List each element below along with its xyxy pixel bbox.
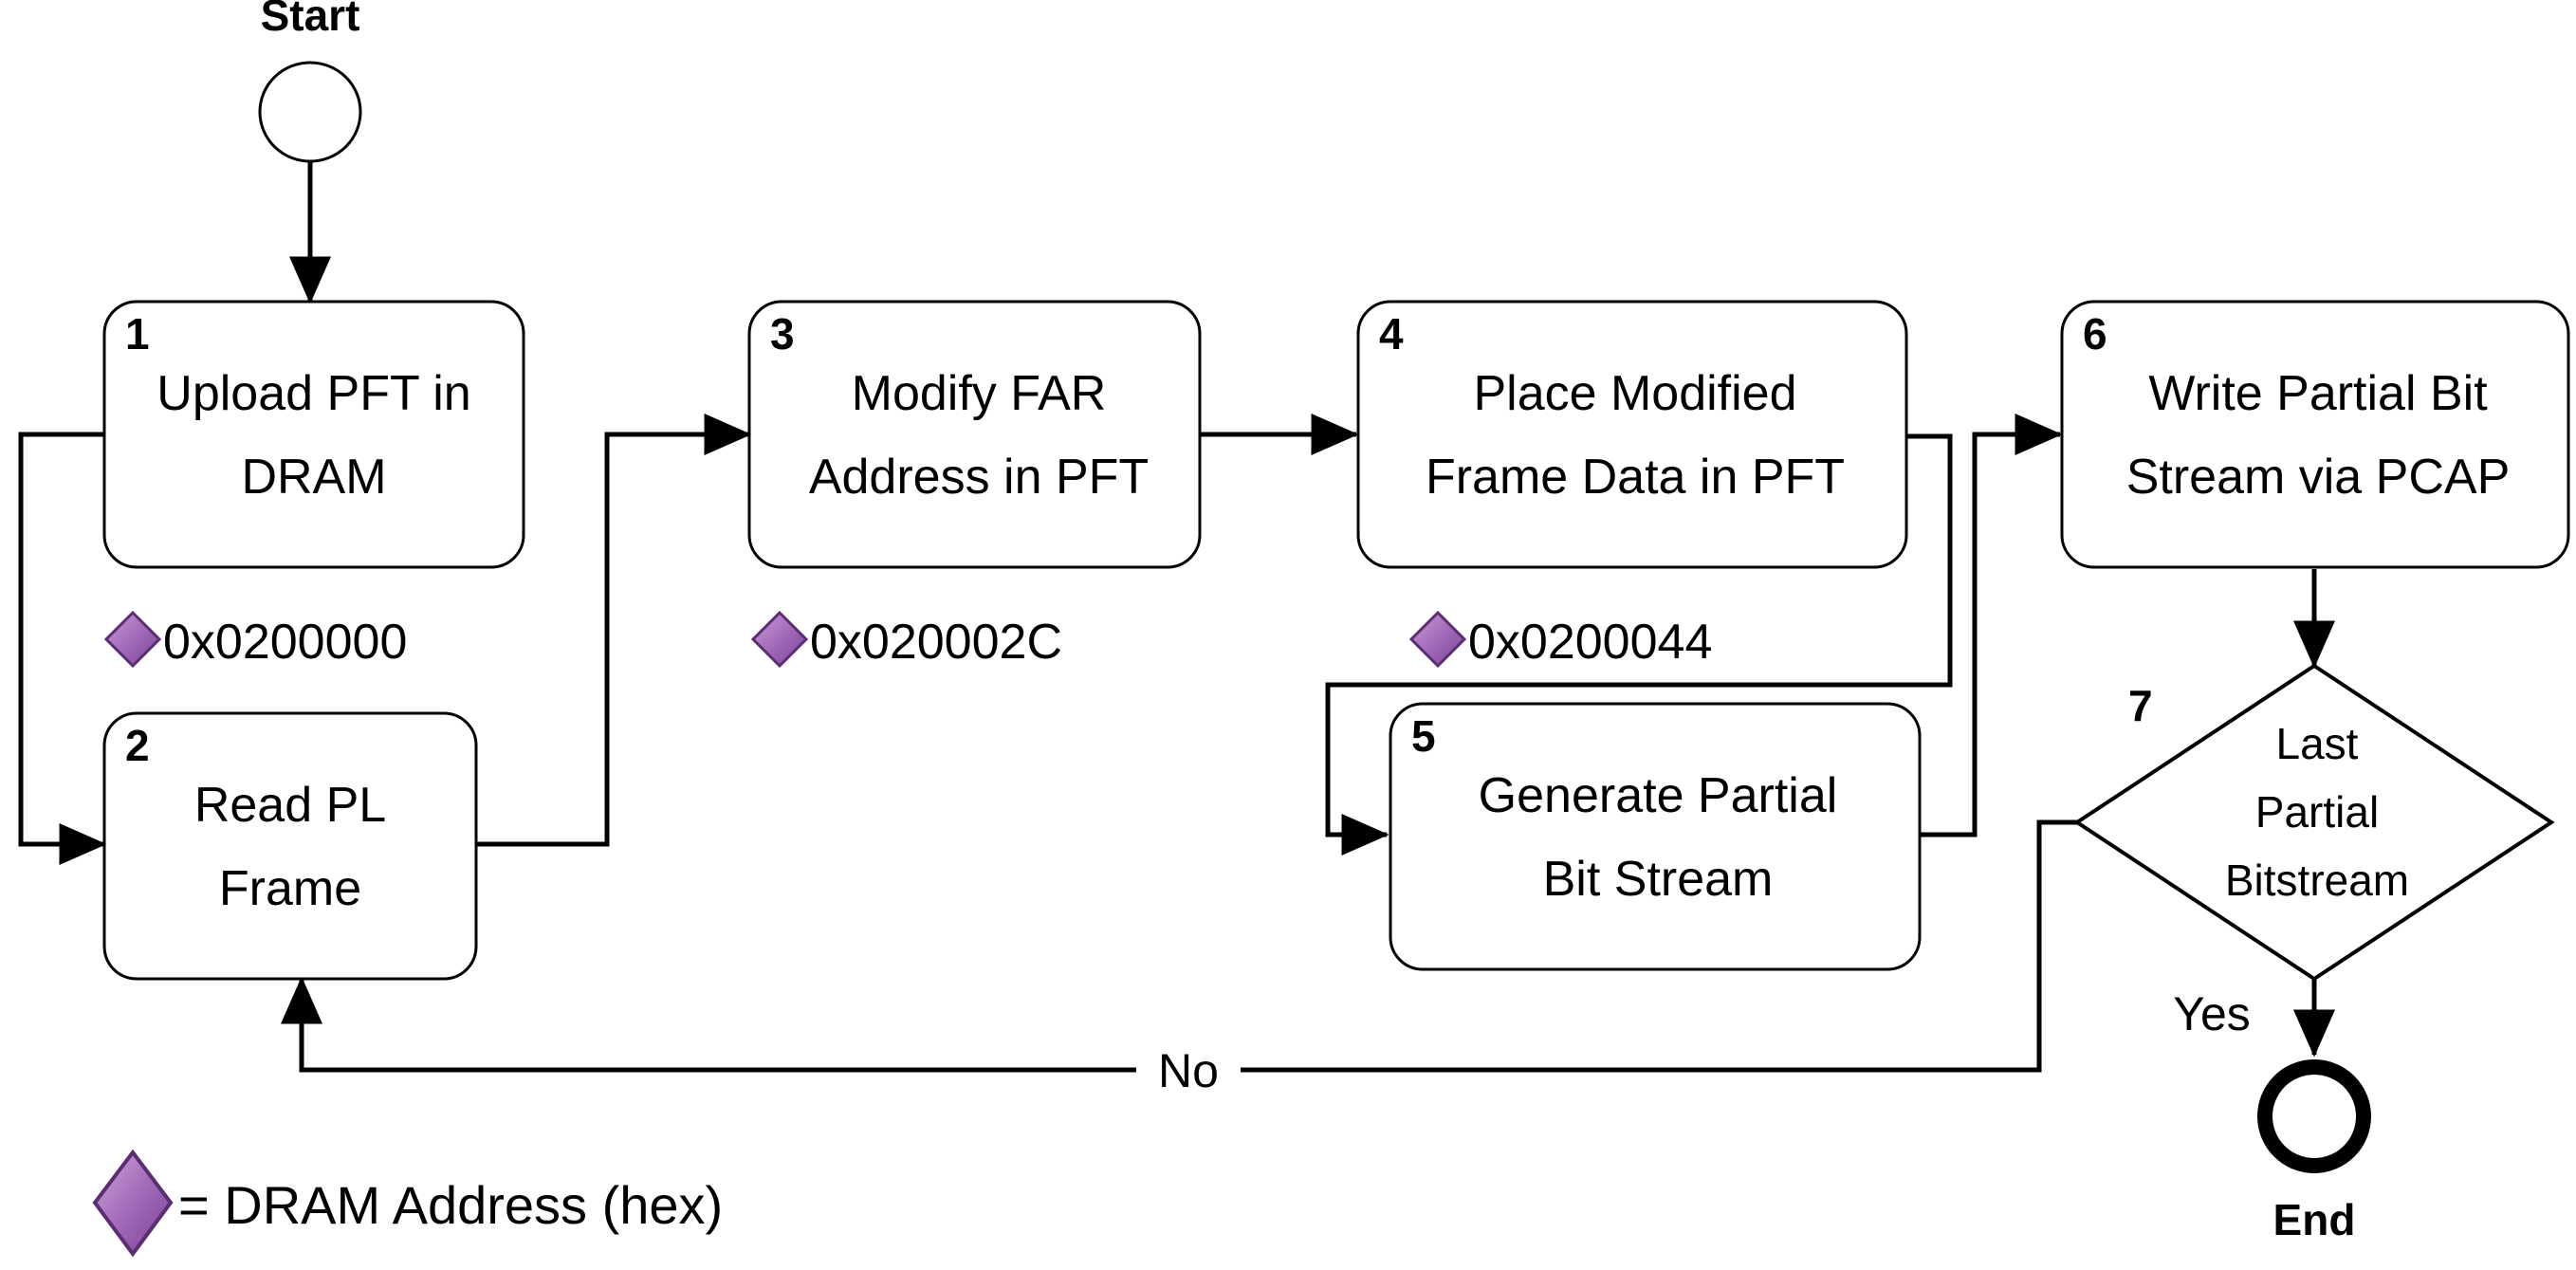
edge-label-yes: Yes (2173, 987, 2251, 1040)
decision-line3: Bitstream (2225, 856, 2409, 905)
process-box-5-line1: Generate Partial (1479, 768, 1838, 823)
process-box-6[interactable] (2060, 300, 2570, 569)
edge-2-to-3 (474, 414, 752, 847)
process-box-2[interactable] (102, 711, 478, 981)
dram-address-3: 0x0200044 (1468, 615, 1712, 670)
purple-diamond-icon (1408, 610, 1467, 669)
start-caption: Start (261, 0, 360, 40)
process-box-2-number: 2 (125, 721, 150, 770)
process-box-2-line2: Frame (219, 861, 361, 916)
process-box-6-line2: Stream via PCAP (2126, 450, 2511, 505)
edge-5-to-6 (1920, 414, 2063, 837)
legend-text: = DRAM Address (hex) (178, 1175, 723, 1235)
process-box-1-line2: DRAM (241, 450, 386, 505)
purple-diamond-icon (750, 610, 809, 669)
end-circle (2257, 1059, 2371, 1173)
process-box-5-line2: Bit Stream (1543, 852, 1774, 907)
dram-address-2: 0x020002C (810, 615, 1062, 670)
process-box-4-line2: Frame Data in PFT (1426, 450, 1845, 505)
process-box-4[interactable] (1356, 300, 1908, 569)
edge-decision-no-to-2 (281, 819, 2077, 1073)
edge-label-no: No (1158, 1044, 1219, 1097)
process-box-4-number: 4 (1379, 309, 1404, 359)
process-box-6-number: 6 (2083, 309, 2107, 359)
process-box-3-line2: Address in PFT (809, 450, 1149, 505)
decision-diamond[interactable] (2073, 663, 2555, 982)
decision-line2: Partial (2255, 787, 2379, 837)
process-box-6-line1: Write Partial Bit (2148, 366, 2488, 421)
decision-number: 7 (2128, 681, 2153, 730)
purple-diamond-icon (92, 1149, 174, 1258)
process-box-5[interactable] (1389, 702, 1922, 971)
purple-diamond-icon (103, 610, 162, 669)
end-caption: End (2273, 1195, 2356, 1244)
process-box-1-line1: Upload PFT in (156, 366, 470, 421)
start-circle (258, 61, 362, 163)
process-box-3-line1: Modify FAR (852, 366, 1107, 421)
process-box-3[interactable] (747, 300, 1202, 569)
process-box-3-number: 3 (770, 309, 795, 359)
process-box-5-number: 5 (1411, 711, 1436, 761)
dram-address-1: 0x0200000 (163, 615, 407, 670)
process-box-2-line1: Read PL (194, 778, 386, 833)
edge-1-to-2 (18, 432, 107, 865)
process-box-1-number: 1 (125, 309, 150, 359)
edge-4-to-5 (1325, 433, 1953, 856)
no-label-backdrop (1136, 1040, 1241, 1100)
decision-line1: Last (2276, 719, 2359, 768)
process-box-1[interactable] (102, 300, 525, 569)
process-box-4-line1: Place Modified (1473, 366, 1796, 421)
